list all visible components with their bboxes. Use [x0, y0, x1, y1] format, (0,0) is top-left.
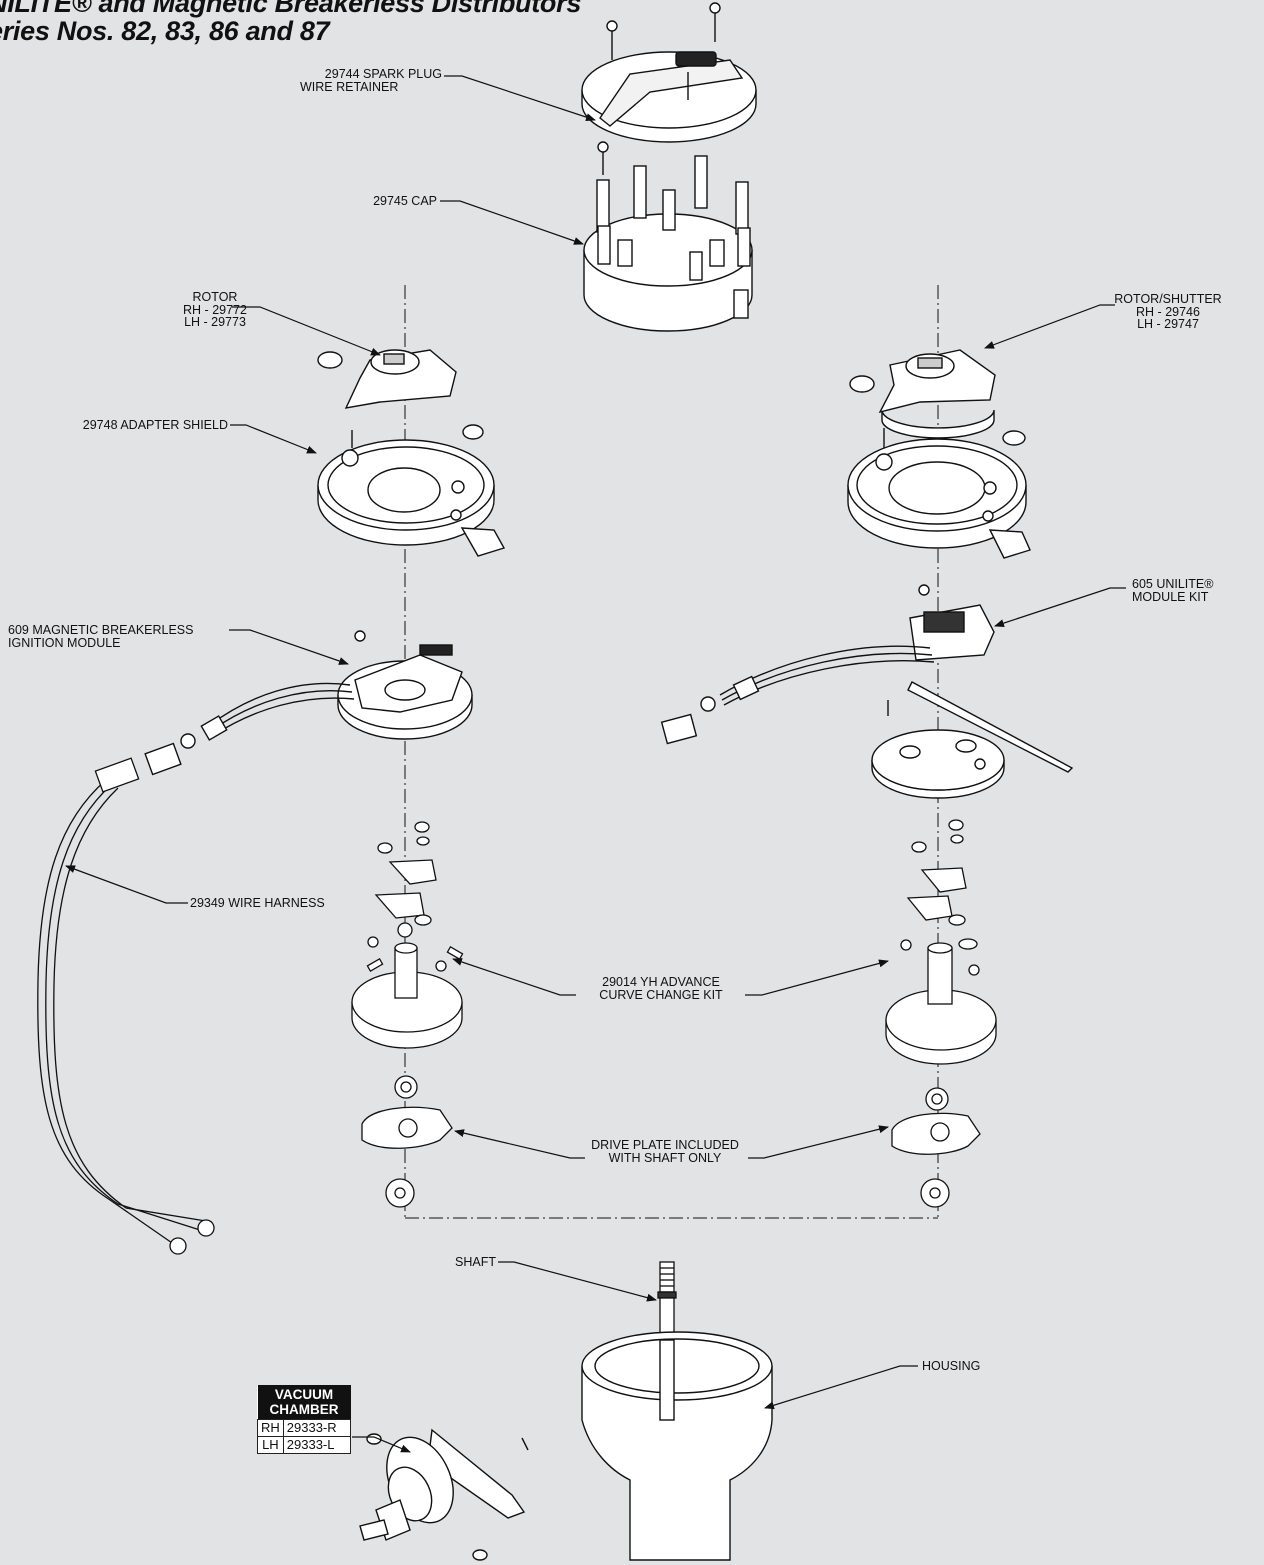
leader-lines [65, 75, 1126, 1453]
label-spark-plug-wire-retainer: 29744 SPARK PLUG WIRE RETAINER [270, 68, 442, 93]
unilite-module-right-part [660, 584, 1074, 799]
vacuum-chamber-heading: VACUUM CHAMBER [257, 1385, 351, 1420]
label-cap: 29745 CAP [373, 194, 437, 208]
side-cell: RH [257, 1419, 284, 1437]
leader-adapter-shield-left [230, 424, 317, 454]
label-magnetic-ignition-module: 609 MAGNETIC BREAKERLESS IGNITION MODULE [8, 624, 228, 649]
leader-vacuum-chamber [352, 1436, 411, 1453]
label-line: RH - 29746 [1136, 304, 1200, 319]
label-line: ROTOR/SHUTTER [1114, 292, 1222, 306]
label-line: WITH SHAFT ONLY [608, 1150, 722, 1165]
label-housing: HOUSING [922, 1359, 981, 1373]
part-number-cell: 29333-R [282, 1419, 352, 1437]
label-line: WIRE RETAINER [300, 79, 399, 94]
housing-part [581, 1331, 773, 1561]
label-advance-curve-kit: 29014 YH ADVANCE CURVE CHANGE KIT [578, 976, 744, 1001]
label-line: DRIVE PLATE INCLUDED [591, 1138, 739, 1152]
distributor-cap-part [583, 141, 753, 332]
part-number-cell: 29333-L [282, 1436, 352, 1454]
spark-plug-wire-retainer-part [581, 2, 757, 143]
leader-shaft [498, 1261, 657, 1302]
label-shaft: SHAFT [455, 1255, 496, 1269]
label-wire-harness: 29349 WIRE HARNESS [190, 896, 325, 910]
label-line: RH - 29772 [183, 302, 247, 317]
label-line: 29014 YH ADVANCE [602, 975, 720, 989]
label-line: 609 MAGNETIC BREAKERLESS [8, 623, 194, 637]
label-line: MODULE KIT [1132, 589, 1209, 604]
heading-line: VACUUM [274, 1387, 334, 1402]
label-line: 605 UNILITE® [1132, 577, 1214, 591]
leader-drive-plate-right [748, 1125, 889, 1159]
label-line: LH - 29747 [1137, 317, 1199, 331]
label-unilite-module-kit: 605 UNILITE® MODULE KIT [1132, 578, 1242, 603]
advance-mechanism-left-part [351, 821, 464, 1208]
rotor-shutter-right-part [849, 349, 1026, 446]
leader-advance-left [452, 958, 576, 996]
adapter-shield-left-part [317, 424, 506, 557]
page-title-line-2: eries Nos. 82, 83, 86 and 87 [0, 16, 330, 46]
leader-housing [764, 1365, 918, 1410]
heading-line: CHAMBER [269, 1402, 339, 1417]
leader-drive-plate-left [454, 1129, 585, 1159]
leader-cap [440, 200, 584, 245]
leader-spark-plug-retainer [444, 75, 596, 121]
label-line: 29744 SPARK PLUG [324, 67, 442, 81]
page-title-line-1: NILITE® and Magnetic Breakerless Distrib… [0, 0, 582, 18]
label-line: IGNITION MODULE [8, 635, 121, 650]
table-row: RH 29333-R [257, 1419, 352, 1437]
side-cell: LH [257, 1436, 284, 1454]
adapter-shield-right-part [847, 428, 1031, 559]
label-rotor-shutter: ROTOR/SHUTTER RH - 29746 LH - 29747 [1110, 293, 1226, 331]
center-axes [404, 285, 939, 1219]
advance-mechanism-right-part [885, 819, 997, 1208]
label-rotor: ROTOR RH - 29772 LH - 29773 [170, 291, 260, 329]
leader-unilite-module [994, 587, 1126, 627]
label-line: CURVE CHANGE KIT [599, 987, 723, 1002]
magnetic-module-left-part [144, 630, 473, 776]
leader-advance-right [745, 959, 889, 996]
label-adapter-shield: 29748 ADAPTER SHIELD [82, 418, 228, 432]
vacuum-chamber-part [359, 1428, 529, 1561]
rotor-left-part [317, 349, 457, 409]
leader-rotor-left [232, 306, 381, 356]
vacuum-chamber-table: VACUUM CHAMBER RH 29333-R LH 29333-L [257, 1385, 352, 1454]
table-row: LH 29333-L [257, 1436, 352, 1454]
wire-harness-part [37, 757, 215, 1255]
leader-rotor-shutter-right [984, 304, 1115, 349]
label-line: LH - 29773 [184, 315, 246, 329]
label-line: ROTOR [192, 290, 238, 304]
leader-magnetic-module [229, 629, 349, 665]
leader-wire-harness [65, 865, 188, 904]
label-drive-plate: DRIVE PLATE INCLUDED WITH SHAFT ONLY [585, 1139, 745, 1164]
